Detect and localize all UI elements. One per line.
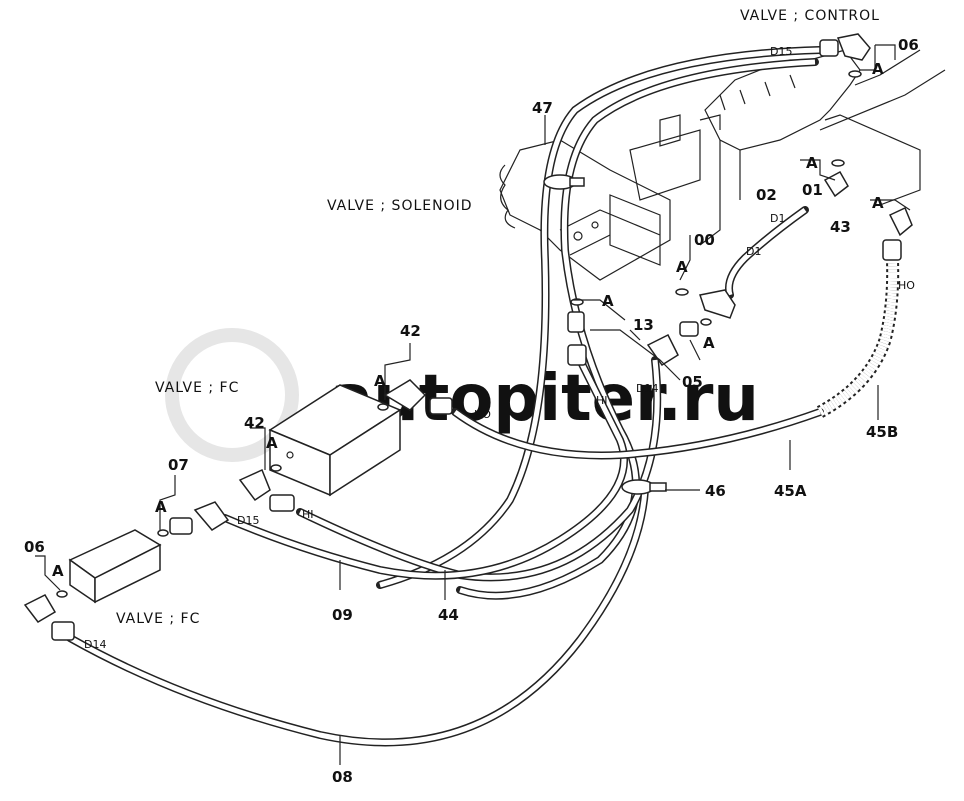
part-07: 07 [168, 456, 189, 474]
part-05: 05 [682, 373, 703, 391]
callout-a-07: A [155, 498, 167, 516]
part-06-left: 06 [24, 538, 45, 556]
valve-fc-upper-label: VALVE ; FC [155, 380, 239, 396]
fitting-07 [157, 501, 230, 537]
valve-solenoid-label: VALVE ; SOLENOID [327, 198, 473, 214]
hose-08 [66, 486, 649, 747]
hose-09 [221, 356, 628, 580]
part-02: 02 [756, 186, 777, 204]
valve-control-label: VALVE ; CONTROL [740, 8, 880, 24]
mark-d14-left: D14 [84, 638, 106, 651]
part-01: 01 [802, 181, 823, 199]
part-43: 43 [830, 218, 851, 236]
fitting-13 [567, 298, 585, 333]
part-47: 47 [532, 99, 553, 117]
fc-valve-lower [68, 529, 162, 604]
part-42-top: 42 [400, 322, 421, 340]
part-46: 46 [705, 482, 726, 500]
hose-45a [451, 408, 824, 460]
valve-fc-lower-label: VALVE ; FC [116, 611, 200, 627]
mark-ho-right: HO [898, 279, 915, 292]
callout-lines [35, 44, 921, 765]
callout-a-top: A [872, 60, 884, 78]
callout-a-06: A [52, 562, 64, 580]
part-13: 13 [633, 316, 654, 334]
callout-a-42b: A [266, 434, 278, 452]
fitting-42-upper [377, 379, 453, 415]
clamp-46 [621, 479, 667, 495]
fitting-d14-mid [567, 344, 587, 366]
part-09: 09 [332, 606, 353, 624]
mark-d15-top: D15 [770, 45, 792, 58]
mark-d14-mid: D14 [636, 382, 658, 395]
mark-ho-left: HO [474, 408, 491, 421]
callout-a-43: A [872, 194, 884, 212]
fitting-06-top [819, 33, 871, 78]
part-06-top: 06 [898, 36, 919, 54]
part-45b: 45B [866, 423, 898, 441]
callout-a-01: A [806, 154, 818, 172]
callout-a-13: A [602, 292, 614, 310]
part-42-mid: 42 [244, 414, 265, 432]
part-44: 44 [438, 606, 459, 624]
mark-hi-mid: HI [596, 394, 608, 407]
callout-a-42: A [374, 372, 386, 390]
part-45a: 45A [774, 482, 807, 500]
mark-d15-left: D15 [237, 514, 259, 527]
part-08: 08 [332, 768, 353, 786]
hose-45b [816, 249, 900, 418]
fitting-06-left [23, 590, 75, 641]
fitting-00 [675, 288, 736, 319]
mark-d1-b: D1 [746, 245, 761, 258]
fitting-42-mid [238, 464, 295, 512]
solenoid-valve-body [499, 139, 671, 281]
callout-a-00: A [676, 258, 688, 276]
clamp-47 [543, 174, 585, 190]
mark-hi-left: HI [302, 508, 314, 521]
mark-d1-a: D1 [770, 212, 785, 225]
callout-a-05: A [703, 334, 715, 352]
fitting-43 [882, 206, 913, 261]
fc-valve-upper [268, 384, 402, 497]
hose-02 [725, 206, 809, 299]
part-00: 00 [694, 231, 715, 249]
